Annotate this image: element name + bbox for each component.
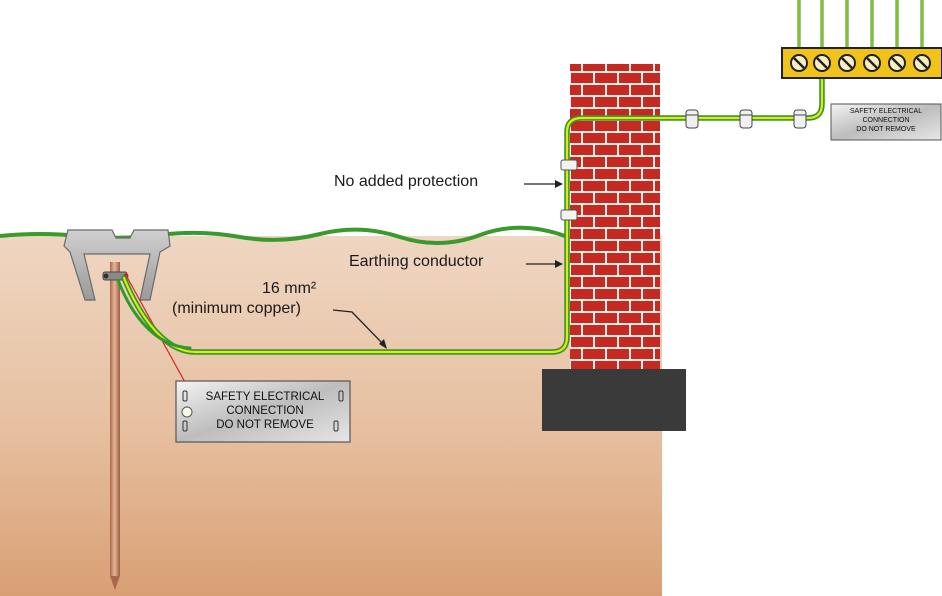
safety-plate-large bbox=[175, 380, 351, 443]
terminal-wires bbox=[797, 0, 924, 50]
screw-icon bbox=[863, 54, 881, 72]
clip-icon bbox=[793, 109, 807, 129]
plate-line-2: CONNECTION bbox=[226, 405, 304, 417]
earthing-conductor-label: Earthing conductor bbox=[349, 253, 484, 270]
safety-plate-small-text: SAFETY ELECTRICAL CONNECTION DO NOT REMO… bbox=[832, 107, 940, 134]
inspection-pit bbox=[63, 229, 171, 301]
plate-small-line-3: DO NOT REMOVE bbox=[856, 126, 916, 133]
conductor-material-label: (minimum copper) bbox=[172, 300, 301, 317]
plate-slot bbox=[182, 420, 188, 432]
plate-slot bbox=[338, 390, 344, 402]
clip-icon bbox=[685, 109, 699, 129]
plate-line-3: DO NOT REMOVE bbox=[216, 419, 314, 431]
saddle-clip-icon bbox=[560, 209, 578, 221]
plate-slot bbox=[333, 420, 339, 432]
conductor-size-label: 16 mm² bbox=[262, 280, 317, 297]
saddle-clip-icon bbox=[560, 159, 578, 171]
no-added-protection-label: No added protection bbox=[334, 173, 479, 190]
screw-icon bbox=[790, 54, 808, 72]
screw-icon bbox=[838, 54, 856, 72]
brick-wall bbox=[570, 64, 660, 369]
safety-plate-large-text: SAFETY ELECTRICAL CONNECTION DO NOT REMO… bbox=[190, 390, 340, 432]
safety-plate-small bbox=[830, 103, 942, 141]
plate-hole bbox=[181, 406, 193, 418]
wall-footing bbox=[542, 369, 686, 431]
leader-lines bbox=[332, 180, 563, 349]
screw-icon bbox=[813, 54, 831, 72]
plate-small-line-2: CONNECTION bbox=[862, 117, 910, 124]
clip-icon bbox=[739, 109, 753, 129]
screw-icon bbox=[913, 54, 931, 72]
screw-icon bbox=[888, 54, 906, 72]
plate-small-line-1: SAFETY ELECTRICAL bbox=[849, 108, 923, 115]
plate-slot bbox=[182, 390, 188, 402]
plate-line-1: SAFETY ELECTRICAL bbox=[205, 391, 325, 403]
earthing-conductor bbox=[116, 73, 825, 355]
terminal-bar bbox=[781, 47, 942, 79]
